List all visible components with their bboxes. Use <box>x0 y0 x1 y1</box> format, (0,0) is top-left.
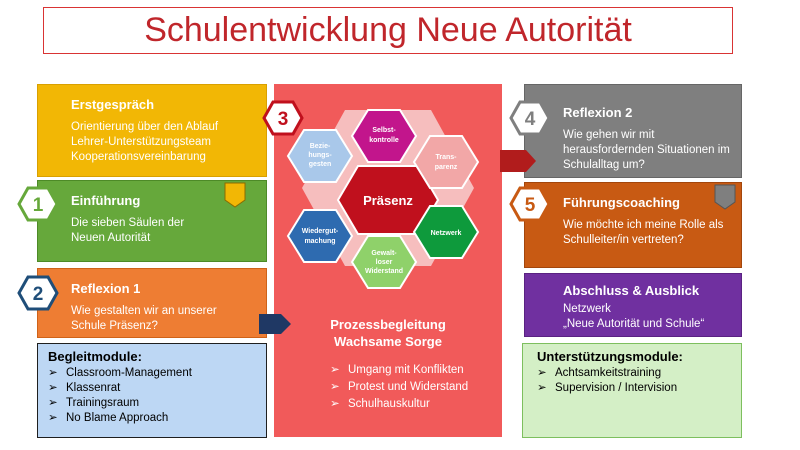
netzwerk-label: Netzwerk <box>431 230 462 237</box>
begleitmodule-box: Begleitmodule: ➢Classroom-Management ➢Kl… <box>37 343 267 438</box>
arrow-bullet-icon: ➢ <box>537 382 547 394</box>
abschluss-heading: Abschluss & Ausblick <box>563 283 700 298</box>
erstgespraech-line: Lehrer-Unterstützungsteam <box>71 136 211 148</box>
einfuehrung-line: Die sieben Säulen der <box>71 217 185 229</box>
reflexion2-heading: Reflexion 2 <box>563 105 633 120</box>
reflexion1-line: Wie gestalten wir an unserer <box>71 305 217 317</box>
list-item: ➢Classroom-Management <box>48 367 192 379</box>
arrow-bullet-icon: ➢ <box>330 364 340 376</box>
einfuehrung-heading: Einführung <box>71 193 141 208</box>
wiedergutmachung-label: machung <box>304 238 335 245</box>
list-item: ➢Supervision / Intervision <box>537 382 678 394</box>
list-item: ➢Protest und Widerstand <box>330 379 468 396</box>
fuehrungscoaching-line: Schulleiter/in vertreten? <box>563 234 684 246</box>
wiedergutmachung-label: Wiedergut- <box>302 228 339 235</box>
fuehrungscoaching-heading: Führungscoaching <box>563 195 680 210</box>
widerstand-label: Gewalt- <box>371 250 397 257</box>
praesenz-label: Präsenz <box>363 193 413 208</box>
svg-text:5: 5 <box>525 195 536 216</box>
fuehrungscoaching-line: Wie möchte ich meine Rolle als <box>563 219 724 231</box>
transparenz-label: parenz <box>435 164 458 171</box>
arrow-right-icon <box>259 314 291 334</box>
step-4-hexagon: 4 <box>509 100 551 136</box>
transparenz-hexagon <box>412 135 480 189</box>
step-5-hexagon: 5 <box>509 186 551 222</box>
svg-text:3: 3 <box>278 109 289 130</box>
list-item: ➢No Blame Approach <box>48 412 169 424</box>
selbstkontrolle-label: kontrolle <box>369 137 399 144</box>
bookmark-icon <box>224 182 246 208</box>
reflexion1-heading: Reflexion 1 <box>71 281 141 296</box>
arrow-bullet-icon: ➢ <box>48 367 58 379</box>
beziehungsgesten-hexagon <box>286 129 354 183</box>
svg-text:1: 1 <box>33 195 44 216</box>
wiedergutmachung-hexagon <box>286 209 354 263</box>
step-1-hexagon: 1 <box>17 186 59 222</box>
einfuehrung-line: Neuen Autorität <box>71 232 151 244</box>
abschluss-line: „Neue Autorität und Schule“ <box>563 318 705 330</box>
selbstkontrolle-hexagon <box>350 109 418 163</box>
reflexion1-box: Reflexion 1 Wie gestalten wir an unserer… <box>37 268 267 338</box>
process-heading: Prozessbegleitung <box>330 317 446 332</box>
beziehungsgesten-label: hungs- <box>308 152 332 159</box>
abschluss-line: Netzwerk <box>563 303 611 315</box>
netzwerk-hexagon <box>412 205 480 259</box>
step-3-hexagon: 3 <box>262 100 304 136</box>
transparenz-label: Trans- <box>435 154 457 161</box>
svg-text:2: 2 <box>33 284 44 305</box>
reflexion2-line: herausfordernden Situationen im <box>563 144 730 156</box>
reflexion1-line: Schule Präsenz? <box>71 320 158 332</box>
arrow-right-icon <box>500 150 536 172</box>
reflexion2-box: Reflexion 2 Wie gehen wir mit herausford… <box>524 84 742 178</box>
title-box: Schulentwicklung Neue Autorität <box>43 7 733 54</box>
abschluss-box: Abschluss & Ausblick Netzwerk „Neue Auto… <box>524 273 742 337</box>
list-item: ➢Trainingsraum <box>48 397 140 409</box>
process-heading-block: Prozessbegleitung Wachsame Sorge <box>274 316 502 350</box>
erstgespraech-heading: Erstgespräch <box>71 97 155 112</box>
arrow-bullet-icon: ➢ <box>537 367 547 379</box>
arrow-bullet-icon: ➢ <box>330 381 340 393</box>
arrow-bullet-icon: ➢ <box>48 382 58 394</box>
arrow-bullet-icon: ➢ <box>48 412 58 424</box>
begleitmodule-heading: Begleitmodule: <box>48 349 142 364</box>
process-list: ➢Umgang mit Konflikten ➢Protest und Wide… <box>330 362 468 413</box>
arrow-bullet-icon: ➢ <box>48 397 58 409</box>
list-item: ➢Achtsamkeitstraining <box>537 367 662 379</box>
center-panel: Präsenz Selbst- kontrolle Trans- parenz … <box>274 84 502 437</box>
widerstand-label: Widerstand <box>365 268 403 275</box>
reflexion2-line: Schulalltag um? <box>563 159 645 171</box>
selbstkontrolle-label: Selbst- <box>372 127 396 134</box>
unterstuetzung-heading: Unterstützungsmodule: <box>537 349 683 364</box>
list-item: ➢Umgang mit Konflikten <box>330 362 468 379</box>
widerstand-hexagon <box>350 235 418 289</box>
erstgespraech-line: Orientierung über den Ablauf <box>71 121 219 133</box>
beziehungsgesten-label: gesten <box>309 161 332 168</box>
widerstand-label: loser <box>376 259 393 266</box>
beziehungsgesten-label: Bezie- <box>310 143 331 150</box>
fuehrungscoaching-box: Führungscoaching Wie möchte ich meine Ro… <box>524 182 742 268</box>
svg-text:4: 4 <box>525 109 536 130</box>
step-2-hexagon: 2 <box>17 275 59 311</box>
bookmark-icon <box>714 184 736 210</box>
list-item: ➢Schulhauskultur <box>330 396 468 413</box>
page-title: Schulentwicklung Neue Autorität <box>144 11 632 49</box>
reflexion2-line: Wie gehen wir mit <box>563 129 655 141</box>
erstgespraech-box: Erstgespräch Orientierung über den Ablau… <box>37 84 267 177</box>
process-subheading: Wachsame Sorge <box>334 334 442 349</box>
erstgespraech-line: Kooperationsvereinbarung <box>71 151 206 163</box>
arrow-bullet-icon: ➢ <box>330 398 340 410</box>
saeulen-hexagon-diagram: Präsenz Selbst- kontrolle Trans- parenz … <box>286 109 480 289</box>
unterstuetzung-box: Unterstützungsmodule: ➢Achtsamkeitstrain… <box>522 343 742 438</box>
list-item: ➢Klassenrat <box>48 382 121 394</box>
